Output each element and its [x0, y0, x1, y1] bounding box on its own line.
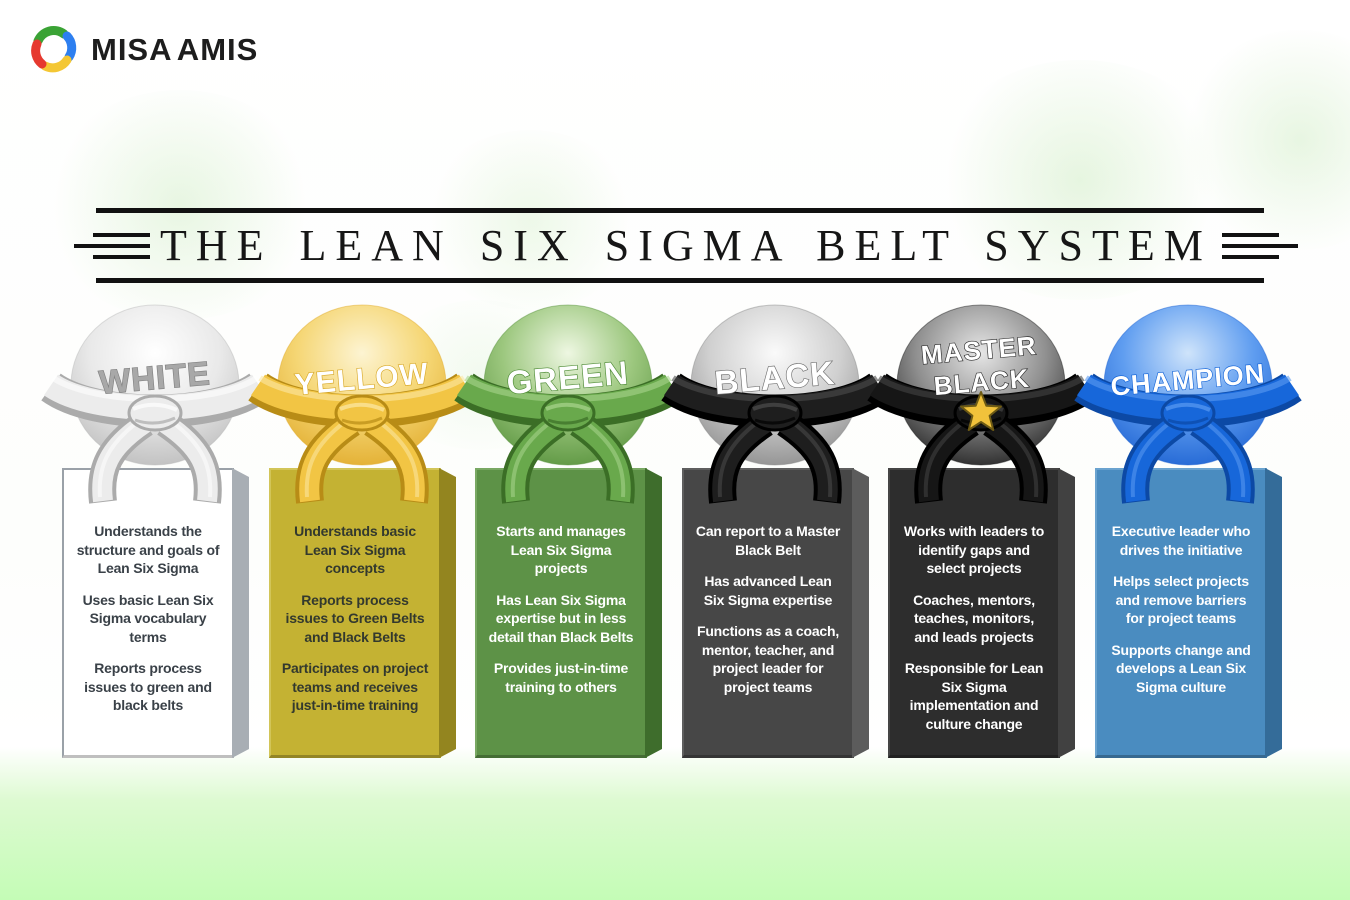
- title-rule-bottom: [96, 278, 1264, 283]
- belt-bullet: Understands basic Lean Six Sigma concept…: [294, 523, 416, 576]
- belt-column-champion: CHAMPION Executive leader who drives the…: [1074, 304, 1302, 760]
- brand-logo: MISA AMIS: [30, 26, 258, 74]
- belt-bullet: Helps select projects and remove barrier…: [1113, 573, 1249, 626]
- belt-sphere-label: MASTERBLACK: [920, 330, 1041, 402]
- background-blob: [40, 90, 320, 320]
- brand-name: MISA AMIS: [91, 32, 259, 67]
- title-ornament-left: [74, 232, 150, 259]
- belt-column-green: GREEN Starts and manages Lean Six Sigma …: [454, 304, 682, 760]
- card-side-edge: [645, 468, 662, 758]
- misa-swirl-logo-icon: [31, 26, 77, 73]
- belt-sphere-label: BLACK: [713, 354, 836, 401]
- belt-bullet: Works with leaders to identify gaps and …: [903, 523, 1045, 576]
- belt-sphere-label: YELLOW: [294, 357, 431, 402]
- card-side-edge: [1058, 468, 1075, 758]
- belt-bullet: Coaches, mentors, teaches, monitors, and…: [913, 591, 1035, 645]
- belt-bullet: Participates on project teams and receiv…: [281, 660, 429, 713]
- card-side-edge: [852, 468, 869, 758]
- belt-column-black: BLACK Can report to a Master Black Belt …: [661, 304, 889, 760]
- green-belt-card: Starts and manages Lean Six Sigma projec…: [475, 468, 662, 758]
- champion-belt-card: Executive leader who drives the initiati…: [1095, 468, 1282, 758]
- card-side-edge: [1265, 468, 1282, 758]
- belt-column-white: WHITE Understands the structure and goal…: [41, 304, 269, 760]
- belt-bullet: Has advanced Lean Six Sigma expertise: [703, 573, 833, 608]
- belt-bullet: Responsible for Lean Six Sigma implement…: [904, 660, 1044, 732]
- card-side-edge: [232, 468, 249, 758]
- belt-bullet: Has Lean Six Sigma expertise but in less…: [488, 591, 634, 645]
- card-face: Understands the structure and goals of L…: [62, 468, 234, 758]
- belt-bullet: Functions as a coach, mentor, teacher, a…: [696, 623, 840, 695]
- belt-bullet: Understands the structure and goals of L…: [76, 523, 220, 576]
- white-belt-card: Understands the structure and goals of L…: [62, 468, 249, 758]
- card-face: Can report to a Master Black Belt Has ad…: [682, 468, 854, 758]
- belt-bullet: Reports process issues to Green Belts an…: [285, 591, 425, 645]
- card-face: Works with leaders to identify gaps and …: [888, 468, 1060, 758]
- yellow-belt-card: Understands basic Lean Six Sigma concept…: [269, 468, 456, 758]
- belt-sphere-label: CHAMPION: [1109, 358, 1266, 401]
- master-black-belt-card: Works with leaders to identify gaps and …: [888, 468, 1075, 758]
- belt-bullet: Reports process issues to green and blac…: [84, 660, 212, 713]
- belt-column-master-black: MASTERBLACK Works with leaders to identi…: [867, 304, 1095, 760]
- card-face: Starts and manages Lean Six Sigma projec…: [475, 468, 647, 758]
- belt-bullet: Supports change and develops a Lean Six …: [1111, 641, 1251, 695]
- belt-bullet: Can report to a Master Black Belt: [695, 523, 841, 558]
- belt-sphere-label: WHITE: [98, 354, 212, 401]
- card-face: Understands basic Lean Six Sigma concept…: [269, 468, 441, 758]
- title-band: THE LEAN SIX SIGMA BELT SYSTEM: [74, 208, 1298, 283]
- star-icon: [960, 391, 1002, 431]
- belt-bullet: Executive leader who drives the initiati…: [1111, 523, 1251, 558]
- belt-bullet: Provides just-in-time training to others: [493, 660, 629, 695]
- title-rule-top: [96, 208, 1264, 213]
- belt-column-yellow: YELLOW Understands basic Lean Six Sigma …: [248, 304, 476, 760]
- title-ornament-right: [1221, 232, 1298, 259]
- card-side-edge: [439, 468, 456, 758]
- belt-bullet: Uses basic Lean Six Sigma vocabulary ter…: [82, 591, 214, 645]
- black-belt-card: Can report to a Master Black Belt Has ad…: [682, 468, 869, 758]
- belt-bullet: Starts and manages Lean Six Sigma projec…: [496, 523, 626, 576]
- belt-sphere-label: GREEN: [505, 354, 630, 402]
- page-title: THE LEAN SIX SIGMA BELT SYSTEM: [160, 221, 1212, 270]
- card-face: Executive leader who drives the initiati…: [1095, 468, 1267, 758]
